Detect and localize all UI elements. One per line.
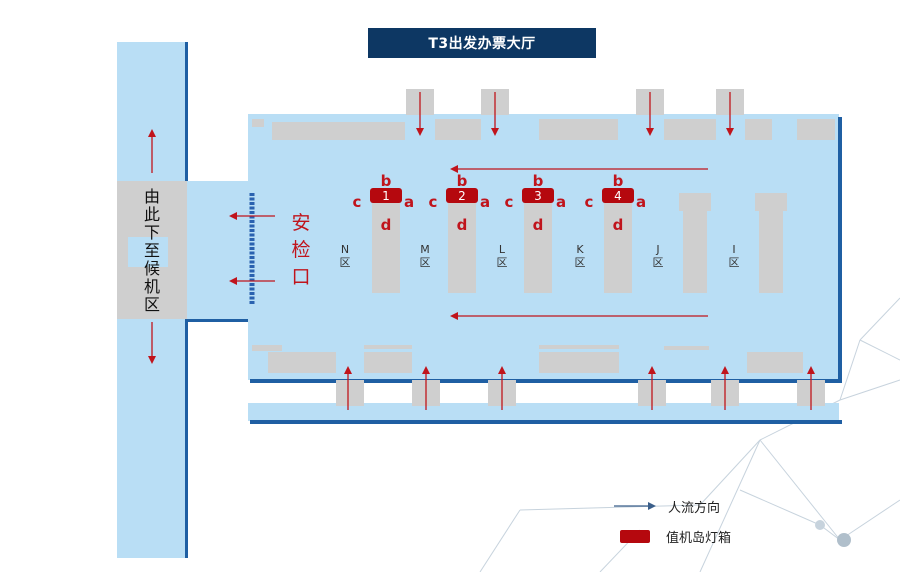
legend-lightbox: 值机岛灯箱 — [614, 526, 731, 546]
position-label-b: b — [613, 172, 624, 190]
island-i-cap — [755, 193, 787, 211]
top-entrances — [406, 89, 744, 115]
counter-island-3: 3b c ad — [505, 172, 567, 234]
island-m — [448, 193, 476, 293]
lightbox-number: 1 — [382, 189, 390, 203]
security-label-text: 安检口 — [291, 212, 310, 288]
lightbox — [602, 188, 634, 203]
lightbox-number: 2 — [458, 189, 466, 203]
left-corridor-label-text: 由此下至候机区 — [144, 187, 160, 314]
island-j-cap — [679, 193, 711, 211]
island-l — [524, 193, 552, 293]
position-label-a: a — [480, 193, 490, 211]
position-label-c: c — [353, 193, 362, 211]
bottom-walkway-edge — [250, 420, 842, 424]
legend-flow-label: 人流方向 — [668, 500, 721, 516]
island-i — [759, 208, 783, 293]
network-node — [815, 520, 825, 530]
island-k — [604, 193, 632, 293]
position-label-d: d — [457, 216, 468, 234]
connector-edge — [187, 319, 250, 322]
island-j — [683, 208, 707, 293]
left-corridor-label: 由此下至候机区 — [144, 187, 160, 314]
position-label-a: a — [636, 193, 646, 211]
lightbox-number: 3 — [534, 189, 542, 203]
position-label-c: c — [429, 193, 438, 211]
position-label-c: c — [585, 193, 594, 211]
position-label-d: d — [613, 216, 624, 234]
lightbox — [370, 188, 402, 203]
connector-passage — [187, 181, 250, 321]
top-counter-strip — [252, 119, 835, 140]
counter-island-2: 2b c ad — [429, 172, 491, 234]
position-label-b: b — [533, 172, 544, 190]
position-label-a: a — [404, 193, 414, 211]
counter-island-1: 1b c ad — [353, 172, 415, 234]
lightbox — [446, 188, 478, 203]
bottom-counter-strip — [252, 345, 803, 373]
legend-flow-arrow-icon — [614, 502, 656, 510]
position-label-d: d — [381, 216, 392, 234]
bottom-walkway — [248, 403, 839, 421]
page-title: T3出发办票大厅 — [368, 28, 596, 58]
main-hall-bottom-edge — [250, 379, 842, 383]
position-label-d: d — [533, 216, 544, 234]
checkin-islands — [372, 193, 787, 293]
network-node — [837, 533, 851, 547]
lightbox — [522, 188, 554, 203]
counter-island-4: 4b c ad — [585, 172, 647, 234]
main-hall-right-edge — [838, 117, 842, 383]
flow-arrows — [148, 92, 815, 410]
left-corridor-label-bg-inner — [128, 237, 168, 267]
position-label-a: a — [556, 193, 566, 211]
decorative-network-lines — [479, 297, 900, 572]
lightbox-number: 4 — [614, 189, 622, 203]
bottom-entrances — [336, 380, 825, 406]
legend-lightbox-label: 值机岛灯箱 — [666, 530, 732, 546]
position-label-c: c — [505, 193, 514, 211]
island-n — [372, 193, 400, 293]
legend-lightbox-swatch — [620, 529, 650, 543]
legend: 人流方向 值机岛灯箱 — [614, 496, 814, 556]
legend-flow: 人流方向 — [614, 496, 720, 516]
position-label-b: b — [457, 172, 468, 190]
position-label-b: b — [381, 172, 392, 190]
security-label: 安检口 — [291, 212, 310, 288]
